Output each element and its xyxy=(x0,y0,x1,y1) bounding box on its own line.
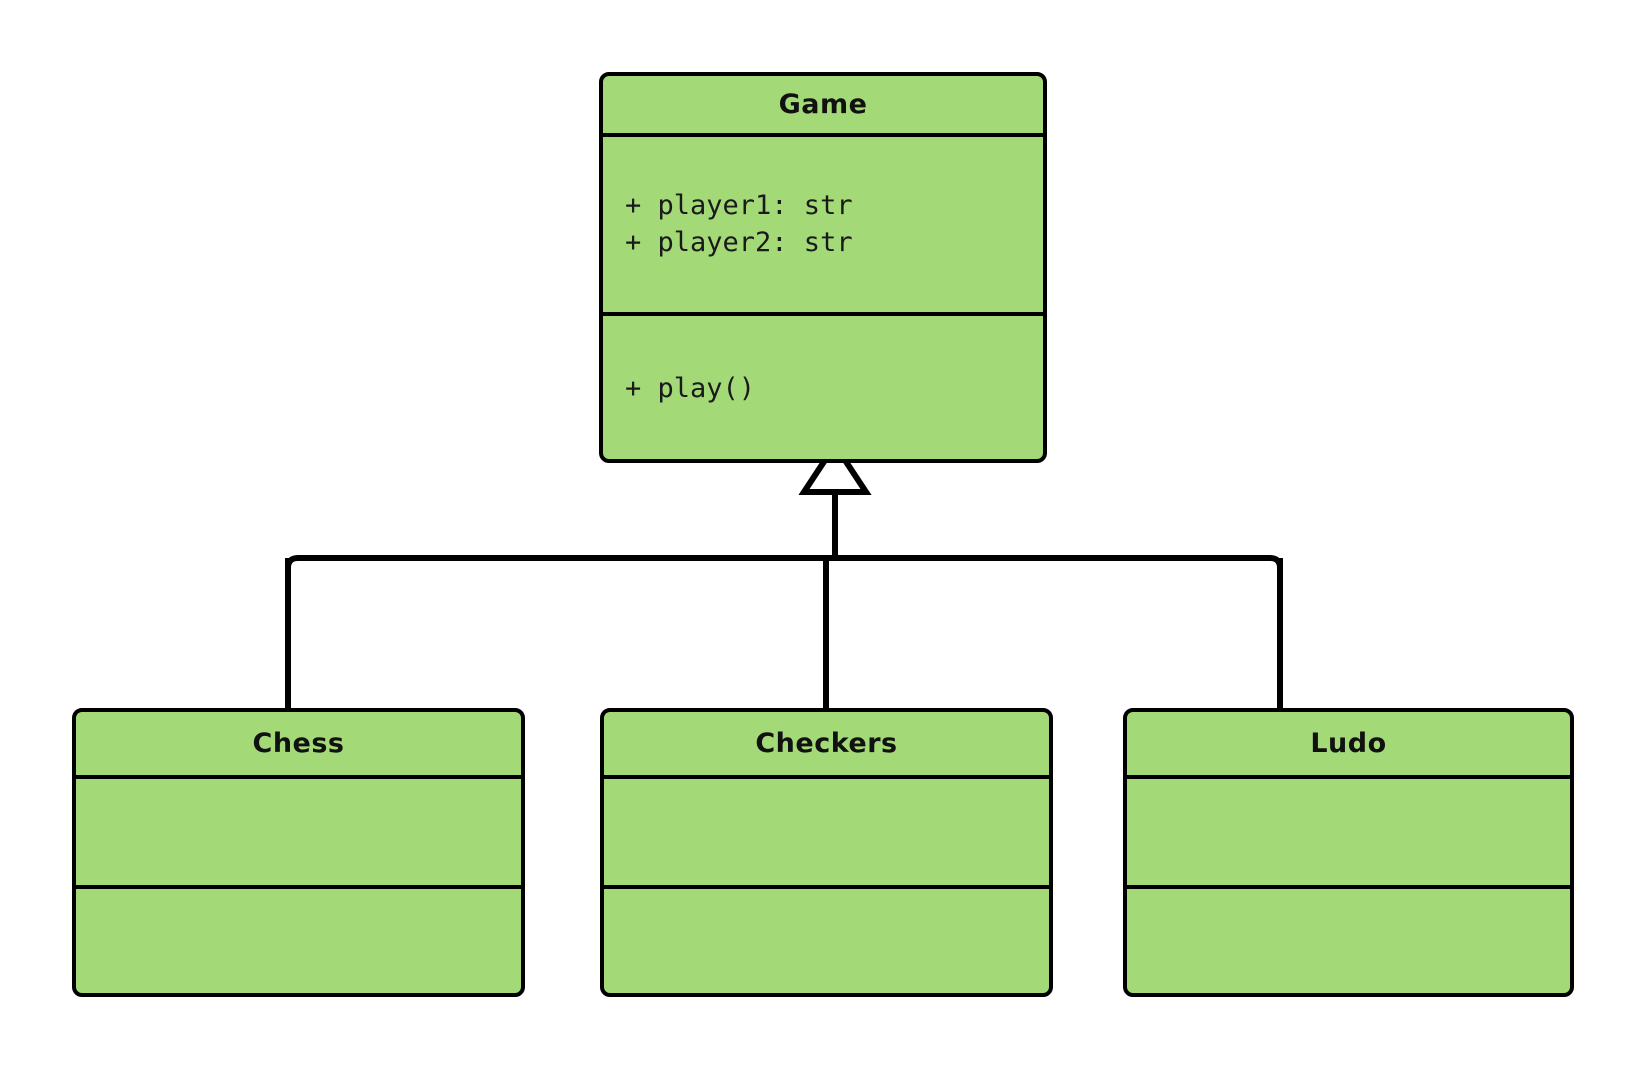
attributes-compartment-game: + player1: str + player2: str xyxy=(603,133,1043,312)
attributes-compartment-ludo xyxy=(1127,775,1570,885)
generalization-bus xyxy=(285,555,1283,640)
class-name-checkers: Checkers xyxy=(755,728,898,759)
class-name-ludo: Ludo xyxy=(1310,728,1387,759)
attributes-compartment-checkers xyxy=(604,775,1049,885)
class-name-game: Game xyxy=(778,89,868,120)
methods-compartment-ludo xyxy=(1127,885,1570,993)
class-box-ludo[interactable]: Ludo xyxy=(1123,708,1574,997)
class-box-chess[interactable]: Chess xyxy=(72,708,525,997)
class-box-game[interactable]: Game + player1: str + player2: str + pla… xyxy=(599,72,1047,463)
attribute-player2: + player2: str xyxy=(625,226,853,258)
methods-compartment-game: + play() xyxy=(603,312,1043,459)
class-name-chess: Chess xyxy=(252,728,345,759)
method-play: + play() xyxy=(625,373,756,405)
methods-compartment-chess xyxy=(76,885,521,993)
attribute-player1: + player1: str xyxy=(625,190,853,222)
attributes-compartment-chess xyxy=(76,775,521,885)
class-box-checkers[interactable]: Checkers xyxy=(600,708,1053,997)
methods-compartment-checkers xyxy=(604,885,1049,993)
